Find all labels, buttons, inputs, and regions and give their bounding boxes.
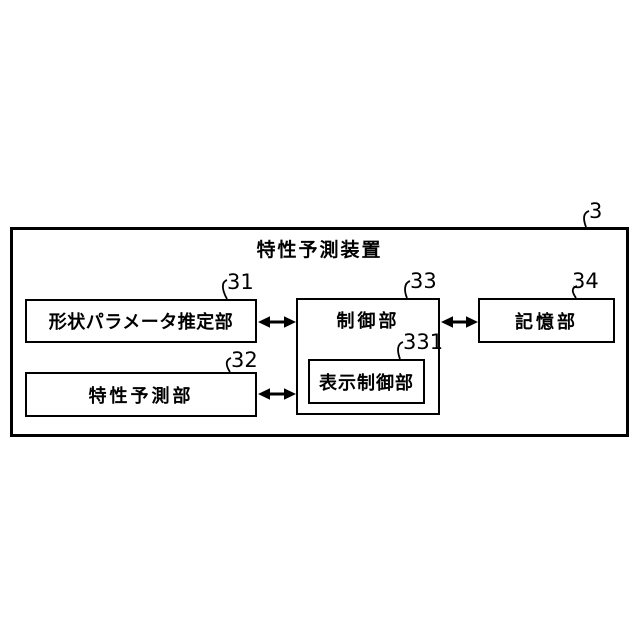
device-title: 特性予測装置 [256,239,383,261]
block-label: 形状パラメータ推定部 [48,312,234,333]
block-label: 記憶部 [515,311,578,333]
block-shape-parameter-estimation-unit: 形状パラメータ推定部 [25,299,257,343]
ref-label-3: 3 [589,199,603,223]
ref-label-331: 331 [403,330,444,354]
block-storage-unit: 記憶部 [478,298,615,343]
block-label: 特性予測部 [88,385,194,407]
block-display-control-unit: 表示制御部 [308,359,425,404]
block-label: 表示制御部 [319,372,414,394]
block-label: 制御部 [336,311,400,332]
ref-label-33: 33 [410,269,437,293]
ref-label-32: 32 [231,348,258,372]
ref-label-34: 34 [572,269,599,293]
block-characteristic-prediction-unit: 特性予測部 [25,372,257,417]
ref-label-31: 31 [227,270,254,294]
